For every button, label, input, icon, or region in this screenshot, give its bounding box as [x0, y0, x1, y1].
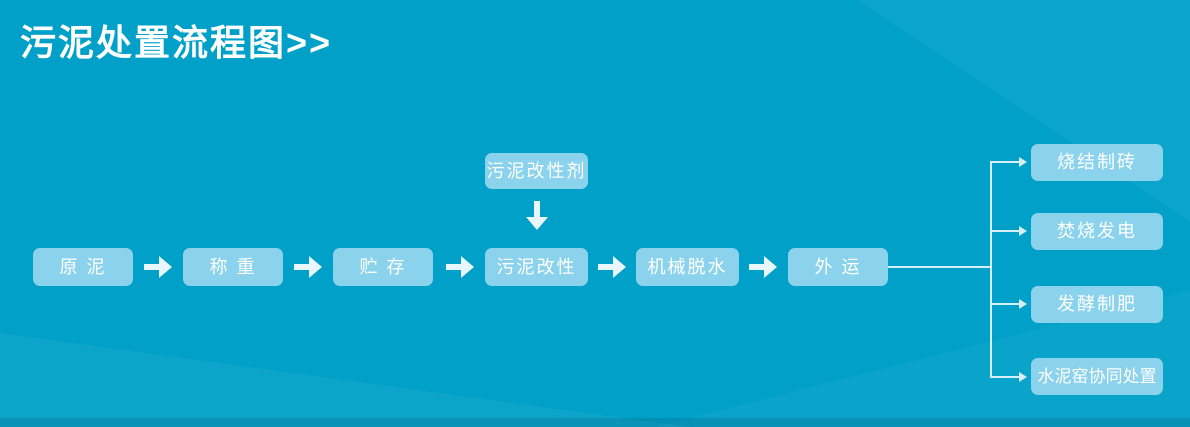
arrow-stem	[446, 264, 461, 270]
connector-branch-line	[991, 161, 1020, 163]
arrow-head	[309, 256, 322, 278]
branch-arrow-icon	[1019, 372, 1027, 382]
flow-node-cement-kiln-codisposal: 水泥窑协同处置	[1031, 358, 1163, 395]
connector-branch-line	[991, 376, 1020, 378]
flow-node-incineration-power: 焚烧发电	[1031, 213, 1163, 250]
arrow-down-icon	[526, 201, 548, 231]
arrow-right-icon	[144, 256, 172, 278]
connector-branch-line	[991, 230, 1020, 232]
arrow-stem	[598, 264, 613, 270]
arrow-head	[159, 256, 172, 278]
arrow-right-icon	[446, 256, 474, 278]
arrow-right-icon	[749, 256, 777, 278]
flow-node-fermentation-fertilizer: 发酵制肥	[1031, 286, 1163, 323]
arrow-head	[526, 217, 548, 230]
arrow-stem	[144, 264, 159, 270]
flow-node-storage: 贮 存	[333, 248, 433, 286]
branch-arrow-icon	[1019, 226, 1027, 236]
branch-arrow-icon	[1019, 299, 1027, 309]
background-bottom-band	[0, 418, 1190, 427]
arrow-right-icon	[598, 256, 626, 278]
connector-trunk-line	[888, 266, 991, 268]
flow-node-sludge-modifier: 污泥改性剂	[485, 153, 588, 189]
flow-node-mechanical-dewatering: 机械脱水	[636, 248, 739, 286]
flow-node-raw-sludge: 原 泥	[33, 248, 133, 286]
connector-branch-spine	[990, 161, 992, 378]
flow-node-weighing: 称 重	[183, 248, 283, 286]
flow-node-sludge-modification: 污泥改性	[485, 248, 588, 286]
page-title: 污泥处置流程图>>	[20, 22, 333, 63]
flow-node-outbound-transport: 外 运	[788, 248, 888, 286]
branch-arrow-icon	[1019, 157, 1027, 167]
arrow-stem	[294, 264, 309, 270]
arrow-stem	[749, 264, 764, 270]
arrow-right-icon	[294, 256, 322, 278]
flow-node-sintered-brick: 烧结制砖	[1031, 144, 1163, 181]
arrow-head	[764, 256, 777, 278]
connector-branch-line	[991, 303, 1020, 305]
arrow-stem	[534, 201, 540, 217]
arrow-head	[461, 256, 474, 278]
arrow-head	[613, 256, 626, 278]
